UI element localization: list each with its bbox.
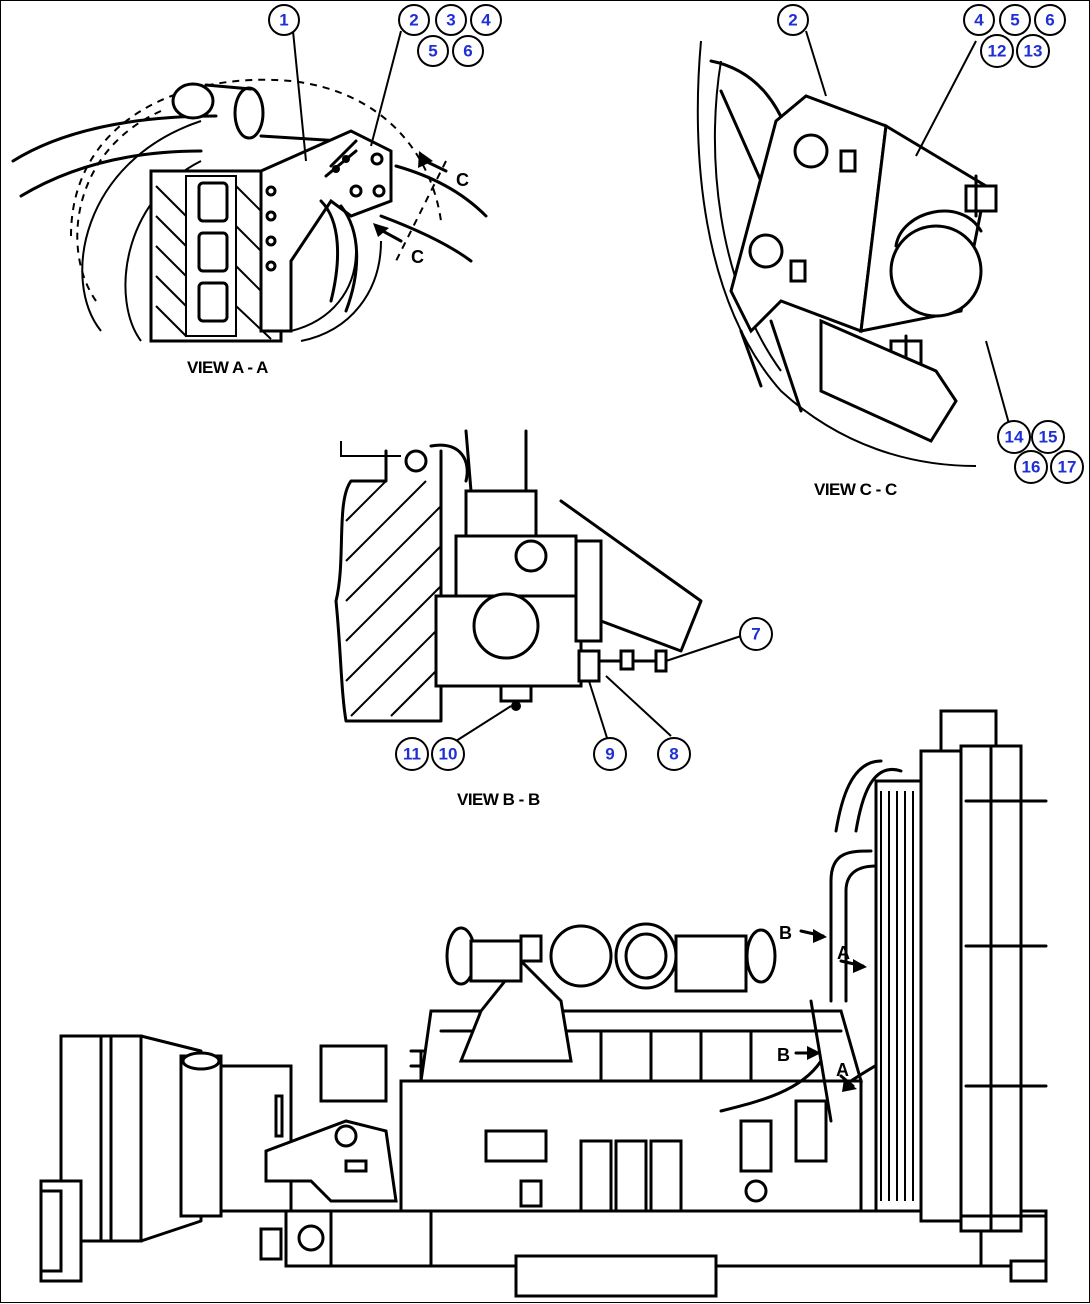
- callout-view-a-6: 6: [452, 35, 484, 67]
- view-a-drawing: [11, 30, 488, 343]
- callout-view-c-4: 4: [963, 4, 995, 36]
- svg-text:2: 2: [788, 11, 797, 30]
- callout-view-c-5: 5: [999, 4, 1031, 36]
- svg-text:17: 17: [1058, 458, 1077, 477]
- engine-assembly-drawing: [39, 709, 1048, 1298]
- callout-view-c-13: 13: [1016, 34, 1050, 68]
- callout-view-b-10: 10: [431, 737, 465, 771]
- svg-text:3: 3: [446, 11, 455, 30]
- svg-text:11: 11: [403, 745, 421, 764]
- callout-view-c-17: 17: [1050, 450, 1084, 484]
- svg-text:14: 14: [1005, 428, 1024, 447]
- callout-view-c-16: 16: [1014, 450, 1048, 484]
- svg-text:6: 6: [463, 42, 472, 61]
- callout-view-a-5: 5: [417, 35, 449, 67]
- view-b-label: VIEW B - B: [457, 790, 540, 809]
- svg-text:16: 16: [1022, 458, 1041, 477]
- callout-view-b-8: 8: [657, 737, 691, 771]
- callout-view-c-2: 2: [777, 4, 809, 36]
- section-letter-b-lower: B: [777, 1045, 790, 1065]
- svg-text:1: 1: [279, 11, 288, 30]
- callout-view-c-6: 6: [1034, 4, 1066, 36]
- svg-text:10: 10: [439, 745, 458, 764]
- section-letter-c-lower: C: [411, 247, 424, 267]
- callout-view-b-9: 9: [593, 737, 627, 771]
- section-letter-a-lower: A: [836, 1060, 849, 1080]
- svg-text:6: 6: [1045, 11, 1054, 30]
- callout-view-a-1: 1: [268, 4, 300, 36]
- section-letter-a-upper: A: [837, 943, 850, 963]
- svg-text:4: 4: [974, 11, 984, 30]
- callout-view-a-3: 3: [435, 4, 467, 36]
- svg-text:12: 12: [988, 42, 1007, 61]
- view-b-drawing: [334, 429, 742, 742]
- svg-text:5: 5: [1010, 11, 1019, 30]
- svg-text:9: 9: [605, 745, 614, 764]
- callout-view-b-11: 11: [395, 737, 429, 771]
- section-letter-c-upper: C: [456, 170, 469, 190]
- callout-view-c-15: 15: [1031, 420, 1065, 454]
- view-a-label: VIEW A - A: [187, 358, 268, 377]
- callout-view-b-7: 7: [739, 617, 773, 651]
- svg-text:4: 4: [481, 11, 491, 30]
- view-c-label: VIEW C - C: [814, 480, 897, 499]
- svg-text:13: 13: [1024, 42, 1043, 61]
- svg-text:5: 5: [428, 42, 437, 61]
- callout-view-c-14: 14: [997, 420, 1031, 454]
- svg-text:15: 15: [1039, 428, 1058, 447]
- section-letter-b-upper: B: [779, 923, 792, 943]
- svg-text:8: 8: [669, 745, 678, 764]
- svg-text:7: 7: [751, 625, 760, 644]
- view-c-drawing: [696, 30, 1012, 467]
- callout-view-c-12: 12: [980, 34, 1014, 68]
- callout-view-a-4: 4: [470, 4, 502, 36]
- svg-text:2: 2: [409, 11, 418, 30]
- callout-view-a-2: 2: [398, 4, 430, 36]
